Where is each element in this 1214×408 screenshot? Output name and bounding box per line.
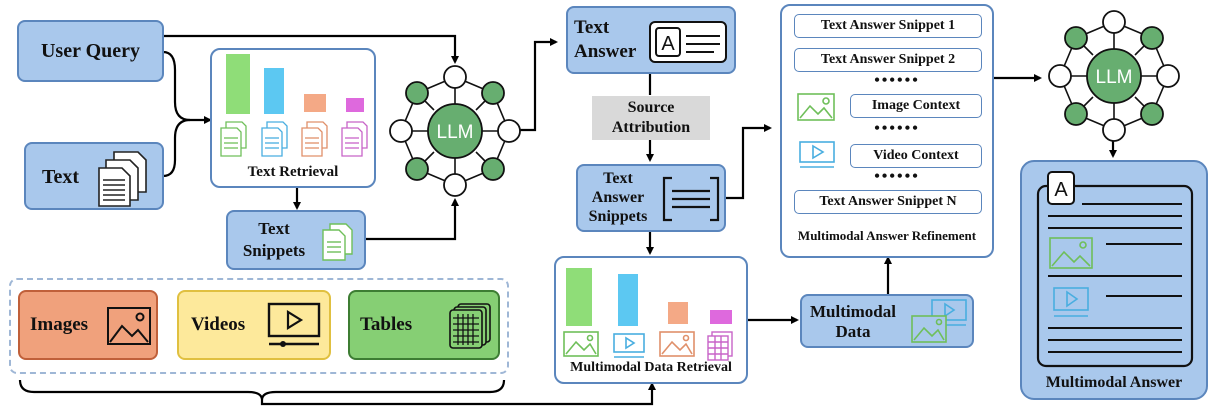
mm-video-icon-blue [613, 333, 645, 358]
relevance-bar-1 [226, 54, 250, 114]
mm-image-icon-orange [659, 331, 695, 357]
arrow-sources-bracket [18, 379, 506, 401]
mm-image-icon-green [563, 331, 599, 357]
llm-1-label: LLM [437, 122, 474, 143]
text-retrieval-chart [220, 54, 368, 157]
multimodal-answer-caption: Multimodal Answer [1045, 374, 1183, 391]
multimodal-data-node: Multimodal Data [800, 294, 974, 348]
relevance-bar-3 [304, 94, 326, 112]
mm-bar-4 [710, 310, 732, 324]
arrow-query-to-llm [163, 34, 459, 64]
text-snippets-node: Text Snippets [226, 210, 366, 270]
llm-network-2: LLM [1048, 10, 1180, 142]
answer-doc-a-glyph: A [1054, 179, 1068, 201]
multimodal-answer-node: A Multimodal Answer [1020, 160, 1208, 400]
mm-bar-2 [618, 274, 638, 326]
orange-documents-icon [301, 121, 328, 157]
image-icon [107, 307, 151, 345]
images-label: Images [30, 314, 89, 335]
relevance-bar-2 [264, 68, 284, 114]
arrow-llm-to-answer [520, 38, 558, 132]
mm-data-label-line2: Data [835, 322, 871, 341]
llm-network-1: LLM [389, 65, 521, 197]
arrow-snippets-to-llm [366, 198, 459, 241]
refine-snippet-2: Text Answer Snippet 2 [794, 48, 982, 72]
refine-dots-1: •••••• [874, 72, 920, 89]
video-context-icon [799, 141, 835, 168]
refine-image-context: Image Context [850, 94, 982, 118]
video-player-icon [267, 302, 321, 347]
mm-retrieval-chart [563, 268, 733, 361]
mm-bar-3 [668, 302, 688, 324]
blue-documents-icon [261, 121, 288, 157]
refine-dots-2: •••••• [874, 120, 920, 137]
tables-source-node: Tables [348, 290, 500, 360]
images-source-node: Images [18, 290, 158, 360]
mm-table-icon-pink [707, 331, 733, 361]
source-attribution-line2: Attribution [611, 119, 691, 136]
answer-a-glyph: A [661, 33, 675, 55]
refinement-caption: Multimodal Answer Refinement [797, 228, 977, 243]
videos-label: Videos [191, 314, 246, 335]
answer-refinement-node: Text Answer Snippet 1 Text Answer Snippe… [780, 4, 994, 258]
mm-retrieval-caption: Multimodal Data Retrieval [570, 360, 732, 375]
answer-snippets-line1: Text [603, 170, 633, 187]
text-retrieval-node: Text Retrieval [210, 48, 376, 188]
tables-label: Tables [360, 314, 413, 335]
source-attribution-line1: Source [627, 99, 675, 116]
text-answer-icon: A [649, 21, 727, 63]
table-icon [449, 303, 491, 349]
videos-source-node: Videos [177, 290, 331, 360]
multimodal-data-retrieval-node: Multimodal Data Retrieval [554, 256, 748, 384]
green-documents-icon [220, 121, 247, 157]
source-attribution-node: Source Attribution [592, 96, 710, 140]
mm-data-label-line1: Multimodal [810, 302, 896, 321]
llm-2-label: LLM [1096, 67, 1133, 88]
mm-data-icon [911, 299, 967, 343]
refine-video-context: Video Context [850, 144, 982, 168]
mm-bar-1 [566, 268, 592, 326]
image-context-icon [797, 93, 835, 121]
arrow-snippets-to-refinement [725, 124, 772, 200]
answer-video-icon [1053, 287, 1089, 317]
relevance-bar-4 [346, 98, 364, 112]
refine-snippet-1: Text Answer Snippet 1 [794, 14, 982, 38]
snippet-bracket-icon [662, 176, 720, 222]
arrow-bracket-to-mm-retrieval [260, 382, 656, 406]
arrow-query-merge [162, 50, 212, 124]
answer-image-icon [1049, 237, 1093, 269]
data-sources-group [9, 278, 509, 374]
text-snippets-label-line1: Text [258, 219, 290, 238]
text-label: Text [42, 166, 80, 188]
user-query-label: User Query [40, 39, 141, 62]
text-answer-label-line2: Answer [574, 41, 637, 62]
text-node: Text [24, 142, 164, 210]
answer-snippets-line2: Answer [591, 189, 645, 206]
text-snippets-label-line2: Snippets [242, 241, 306, 260]
text-answer-snippets-node: Text Answer Snippets [576, 164, 726, 232]
answer-snippets-line3: Snippets [588, 208, 648, 225]
refine-snippet-n: Text Answer Snippet N [794, 190, 982, 214]
snippet-documents-icon [322, 223, 353, 261]
refine-dots-3: •••••• [874, 168, 920, 185]
arrow-text-merge [162, 118, 191, 178]
text-answer-node: Text Answer A [566, 6, 736, 74]
text-retrieval-caption: Text Retrieval [247, 164, 339, 180]
text-answer-label-line1: Text [574, 17, 610, 38]
documents-icon [98, 151, 147, 207]
multimodal-answer-document: A [1036, 171, 1194, 368]
user-query-node: User Query [17, 20, 164, 82]
pink-documents-icon [341, 121, 368, 157]
